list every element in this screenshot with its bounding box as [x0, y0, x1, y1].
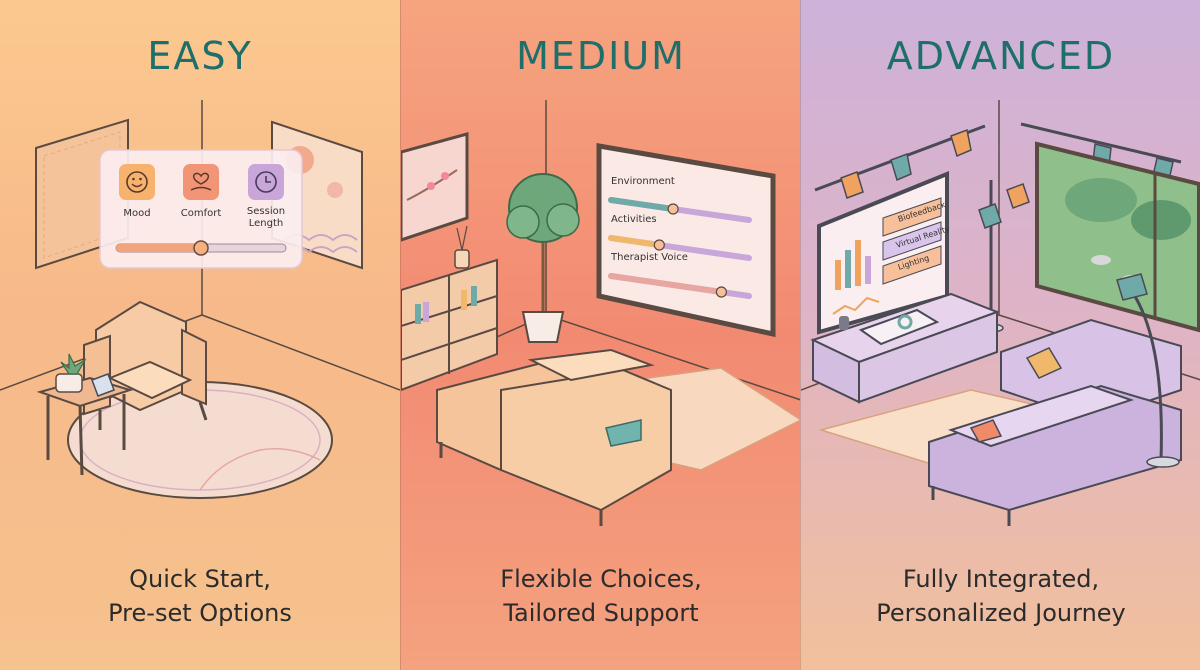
control-tablet: [858, 308, 940, 346]
setting-therapist-voice[interactable]: Therapist Voice: [608, 252, 752, 299]
framed-sakura-art: [401, 132, 469, 242]
panel-caption: Fully Integrated, Personalized Journey: [801, 562, 1200, 630]
lavender-sectional-sofa: [928, 318, 1182, 526]
tablet-device: [91, 373, 115, 397]
option-label-line2: Length: [249, 218, 284, 229]
panel-caption: Flexible Choices, Tailored Support: [401, 562, 800, 630]
panel-easy: EASY: [0, 0, 400, 670]
slider-knob[interactable]: [653, 239, 665, 251]
caption-line1: Flexible Choices,: [500, 565, 702, 593]
panel-title: EASY: [147, 34, 253, 78]
wall-settings-screen: Environment Activities Therapist Voice: [596, 143, 776, 338]
panel-caption: Quick Start, Pre-set Options: [0, 562, 400, 630]
bar-chart-widget: [832, 240, 880, 315]
mood-option[interactable]: Mood: [119, 164, 155, 219]
setting-environment[interactable]: Environment: [608, 176, 752, 223]
comfort-option[interactable]: Comfort: [181, 164, 222, 219]
sectional-sofa: [436, 348, 672, 526]
bookshelf: [401, 225, 498, 392]
reed-diffuser: [454, 225, 470, 269]
feature-lighting[interactable]: Lighting: [882, 245, 942, 285]
session-length-option[interactable]: Session Length: [247, 164, 285, 229]
panel-title: ADVANCED: [886, 34, 1116, 78]
potted-tree: [506, 173, 580, 343]
slider-knob[interactable]: [715, 286, 727, 298]
setting-label: Activities: [611, 214, 657, 225]
smiley-icon: [126, 171, 148, 193]
caption-line1: Quick Start,: [129, 565, 271, 593]
integrated-dashboard-screen: Biofeedback Virtual Reality Lighting: [817, 171, 951, 335]
caption-line2: Pre-set Options: [108, 599, 292, 627]
garden-window: [1035, 141, 1200, 333]
slider-knob[interactable]: [667, 203, 679, 215]
option-label: Comfort: [181, 208, 222, 219]
arc-floor-lamp: [1116, 273, 1180, 468]
heart-hand-icon: [190, 172, 212, 191]
option-label: Mood: [123, 208, 150, 219]
easy-room-illustration: Mood Comfort: [0, 100, 400, 499]
media-console: [810, 292, 1000, 404]
caption-line2: Personalized Journey: [876, 599, 1126, 627]
medium-room-illustration: Environment Activities Therapist Voice: [401, 100, 800, 526]
preset-slider[interactable]: [115, 240, 287, 256]
option-label-line1: Session: [247, 206, 285, 217]
setting-activities[interactable]: Activities: [608, 214, 752, 261]
preset-options-card: Mood Comfort: [99, 149, 303, 269]
clock-icon: [255, 171, 277, 193]
panel-advanced: ADVANCED: [800, 0, 1200, 670]
succulent-plant: [55, 353, 87, 393]
panel-medium: MEDIUM Environment: [400, 0, 800, 670]
caption-line1: Fully Integrated,: [902, 565, 1100, 593]
side-table: [36, 353, 134, 476]
advanced-room-illustration: Biofeedback Virtual Reality Lighting: [801, 100, 1200, 526]
slider-knob[interactable]: [193, 240, 209, 256]
setting-label: Environment: [611, 176, 675, 187]
setting-label: Therapist Voice: [610, 252, 688, 263]
panel-title: MEDIUM: [516, 34, 686, 78]
track-lights: [814, 122, 1182, 199]
caption-line2: Tailored Support: [503, 599, 699, 627]
